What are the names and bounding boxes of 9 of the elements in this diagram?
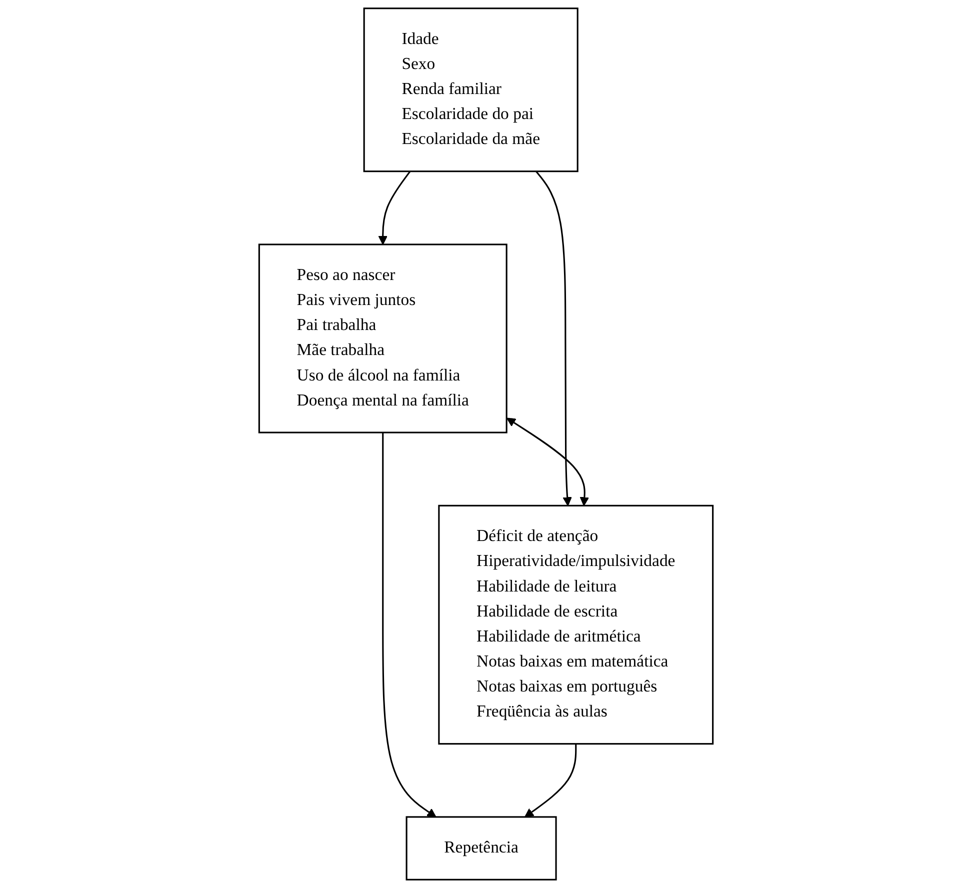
arrow <box>536 170 572 506</box>
arrow <box>506 418 590 506</box>
node-box: Déficit de atenção Hiperatividade/impulsividade Habilidade de leitura Habilidade de escrita Habilidade de aritmética Notas baixas em matemática Notas baixas em português Freqüência às aulas <box>438 504 714 745</box>
node-box: Peso ao nascer Pais vivem juntos Pai trabalha Mãe trabalha Uso de álcool na família Doença mental na família <box>258 244 508 434</box>
node-box: Repetência <box>406 816 557 880</box>
node-box: Idade Sexo Renda familiar Escolaridade do pai Escolaridade da mãe <box>363 8 578 172</box>
arrow <box>378 170 411 245</box>
arrow <box>382 432 436 818</box>
arrow <box>524 744 577 818</box>
